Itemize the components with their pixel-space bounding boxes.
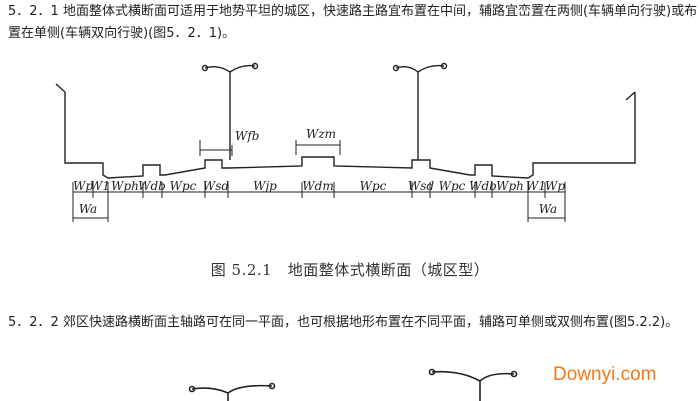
road-profile xyxy=(64,92,636,179)
dim-label-wa-right: Wa xyxy=(539,202,557,216)
dim-label: Wdm xyxy=(302,179,333,193)
dim-label: Wdb xyxy=(469,179,497,193)
street-lamp-bottom-right xyxy=(428,368,518,401)
dimension-labels: Wp W1 Wph Wdb Wpc Wsd Wjp Wdm Wpc Wsd Wp… xyxy=(73,179,565,216)
dim-label: W1 xyxy=(90,179,110,193)
street-lamp-left xyxy=(201,62,259,160)
dim-label: Wp xyxy=(73,179,93,193)
dim-label: Wpc xyxy=(439,179,466,193)
dim-label: Wph xyxy=(496,179,524,193)
dim-label-wa-left: Wa xyxy=(79,202,97,216)
left-slope xyxy=(55,83,66,93)
paragraph-5-2-1: 5．2．1 地面整体式横断面可适用于地势平坦的城区，快速路主路宜布置在中间，辅路… xyxy=(8,4,698,41)
figure-caption: 图 5.2.1 地面整体式横断面（城区型） xyxy=(210,261,490,279)
dim-label: Wph xyxy=(111,179,139,193)
dim-label: Wp xyxy=(545,179,565,193)
label-wfb: Wfb xyxy=(235,129,259,143)
dim-line-fb xyxy=(199,140,233,156)
watermark: Downyi.com xyxy=(553,364,657,385)
street-lamp-right xyxy=(392,62,448,160)
dim-label: W1 xyxy=(526,179,546,193)
dim-label: Wsd xyxy=(203,179,229,193)
paragraph-5-2-2: 5．2．2 郊区快速路横断面主轴路可在同一平面，也可根据地形布置在不同平面，辅路… xyxy=(8,315,679,330)
dim-label: Wsd xyxy=(408,179,434,193)
right-slope xyxy=(625,91,636,101)
dim-ticks xyxy=(72,182,566,222)
dim-label: Wpc xyxy=(360,179,387,193)
dim-label: Wdb xyxy=(138,179,166,193)
street-lamp-bottom-left xyxy=(188,382,276,401)
dim-label: Wjp xyxy=(253,179,277,193)
dim-line-zm xyxy=(295,140,341,155)
dim-label: Wpc xyxy=(170,179,197,193)
label-wzm: Wzm xyxy=(306,127,336,141)
